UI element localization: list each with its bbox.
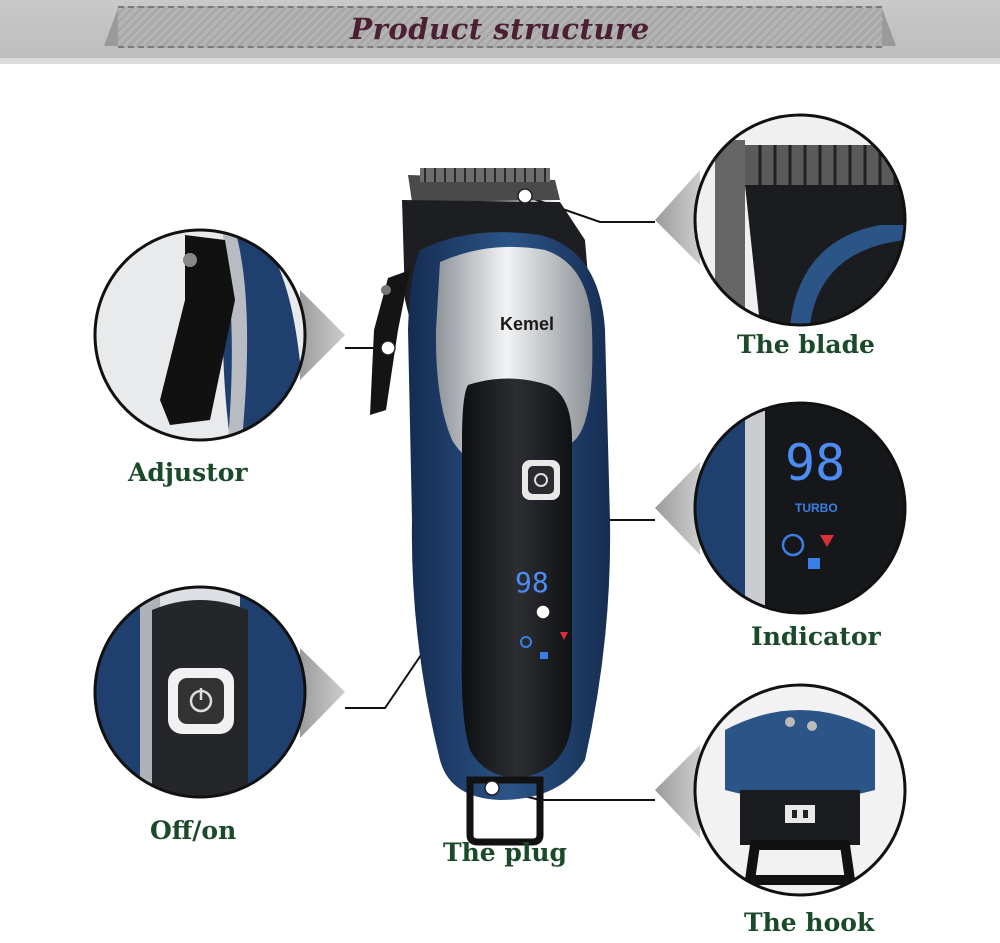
hook-pointer: [655, 745, 700, 838]
blade-zoom: [695, 115, 905, 325]
hook-zoom: [695, 685, 905, 895]
indicator-pointer: [655, 462, 700, 555]
adjustor-label: Adjustor: [128, 458, 248, 487]
body-display-digits: 98: [515, 566, 549, 599]
indicator-digits: 98: [785, 434, 845, 492]
title-ribbon: Product structure: [118, 6, 882, 48]
adjustor-zoom: [95, 230, 305, 440]
hook-label: The hook: [744, 908, 875, 937]
offon-label: Off/on: [150, 816, 237, 845]
brand-logo: Kemel: [500, 314, 554, 334]
clipper-body: 98 Kemel: [370, 168, 611, 846]
adjustor-pointer: [300, 290, 345, 380]
header-strip: [0, 58, 1000, 64]
page-title: Product structure: [350, 12, 650, 46]
blade-pointer: [655, 170, 700, 265]
turbo-text: TURBO: [795, 501, 838, 515]
offon-pointer: [300, 648, 345, 738]
blade-label: The blade: [737, 330, 875, 359]
offon-zoom: [95, 587, 305, 797]
indicator-label: Indicator: [751, 622, 881, 651]
plug-label: The plug: [443, 838, 568, 867]
header-banner: Product structure: [0, 0, 1000, 58]
callout-dots: [380, 188, 551, 796]
